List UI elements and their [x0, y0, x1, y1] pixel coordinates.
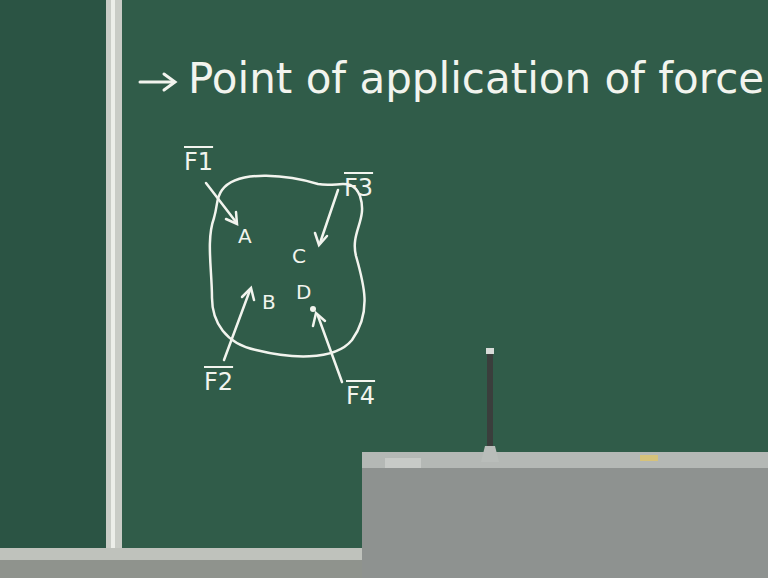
point-label: A [238, 226, 252, 246]
point-label: D [296, 282, 311, 302]
point-label: B [262, 292, 276, 312]
force-label: F3 [344, 176, 373, 200]
force-label: F2 [204, 370, 233, 394]
point-label: C [292, 246, 306, 266]
force-label: F4 [346, 384, 375, 408]
force-label: F1 [184, 150, 213, 174]
board-heading: Point of application of force [188, 58, 764, 100]
